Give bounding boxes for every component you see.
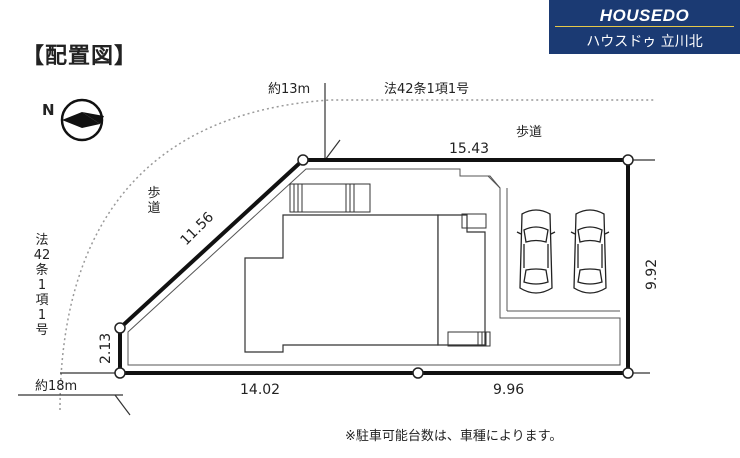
balcony-top [289, 183, 371, 213]
north-arrow-icon [60, 98, 104, 142]
corner-marker [114, 322, 126, 334]
brand-branch: ハウスドゥ 立川北 [586, 34, 703, 50]
top-distance-label: 約13m [268, 82, 310, 97]
corner-markers [114, 154, 634, 379]
building-annex [437, 214, 486, 346]
building-footprint [244, 214, 439, 353]
bottom-distance-label: 約18m [35, 379, 77, 394]
dimension-top: 15.43 [449, 141, 489, 157]
north-label: N [42, 101, 55, 119]
dimension-bottom-right: 9.96 [493, 382, 524, 398]
dimension-right: 9.92 [644, 259, 660, 290]
corner-marker [114, 367, 126, 379]
corner-marker [622, 367, 634, 379]
brand-logo: HOUSEDO ハウスドゥ 立川北 [549, 0, 740, 54]
bottom-distance-tick [114, 394, 131, 416]
car-icon [516, 209, 556, 294]
brand-name: HOUSEDO [599, 6, 690, 25]
brand-divider [555, 26, 734, 27]
corner-marker [622, 154, 634, 166]
car-icon [570, 209, 610, 294]
sidewalk-left-label: 歩道 [147, 186, 160, 216]
top-distance-tick [324, 139, 341, 161]
driveway-line [465, 175, 501, 189]
porch-steps [447, 213, 491, 347]
lot-inner-line [127, 168, 621, 366]
page-title: 【配置図】 [22, 44, 138, 69]
lot-boundary [118, 158, 630, 375]
corner-marker [412, 367, 424, 379]
dimension-bottom-left: 14.02 [240, 382, 280, 398]
sidewalk-top-label: 歩道 [516, 125, 542, 140]
top-road-law-label: 法42条1項1号 [384, 81, 469, 97]
note-text: ※駐車可能台数は、車種によります。 [345, 428, 562, 444]
corner-marker [297, 154, 309, 166]
road-boundary-line [59, 99, 655, 411]
dimension-left: 2.13 [98, 333, 114, 364]
